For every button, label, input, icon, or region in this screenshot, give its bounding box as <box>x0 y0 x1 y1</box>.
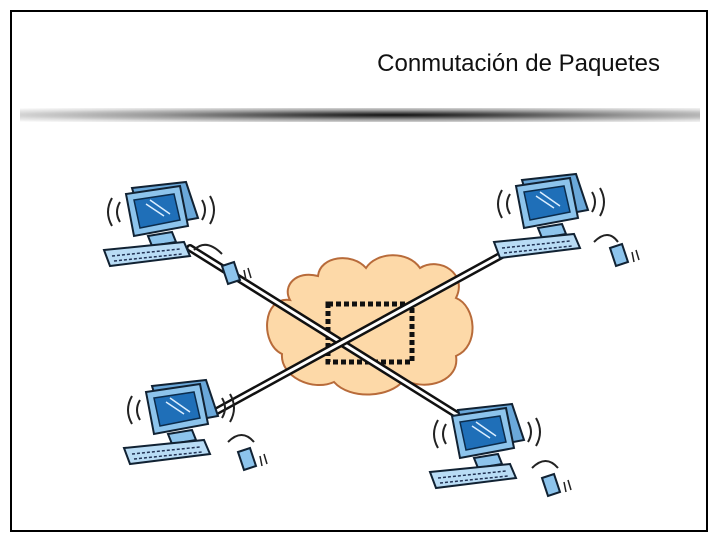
mouse-icon <box>531 460 572 497</box>
title-divider <box>20 108 700 122</box>
computer-bottom-right <box>429 403 541 489</box>
computer-top-right <box>493 173 605 259</box>
mouse-icon <box>593 234 640 267</box>
computer-bottom-left <box>123 379 235 465</box>
mouse-icon <box>227 434 268 471</box>
mouse-icon <box>193 243 252 285</box>
slide-title: Conmutación de Paquetes <box>377 50 660 77</box>
